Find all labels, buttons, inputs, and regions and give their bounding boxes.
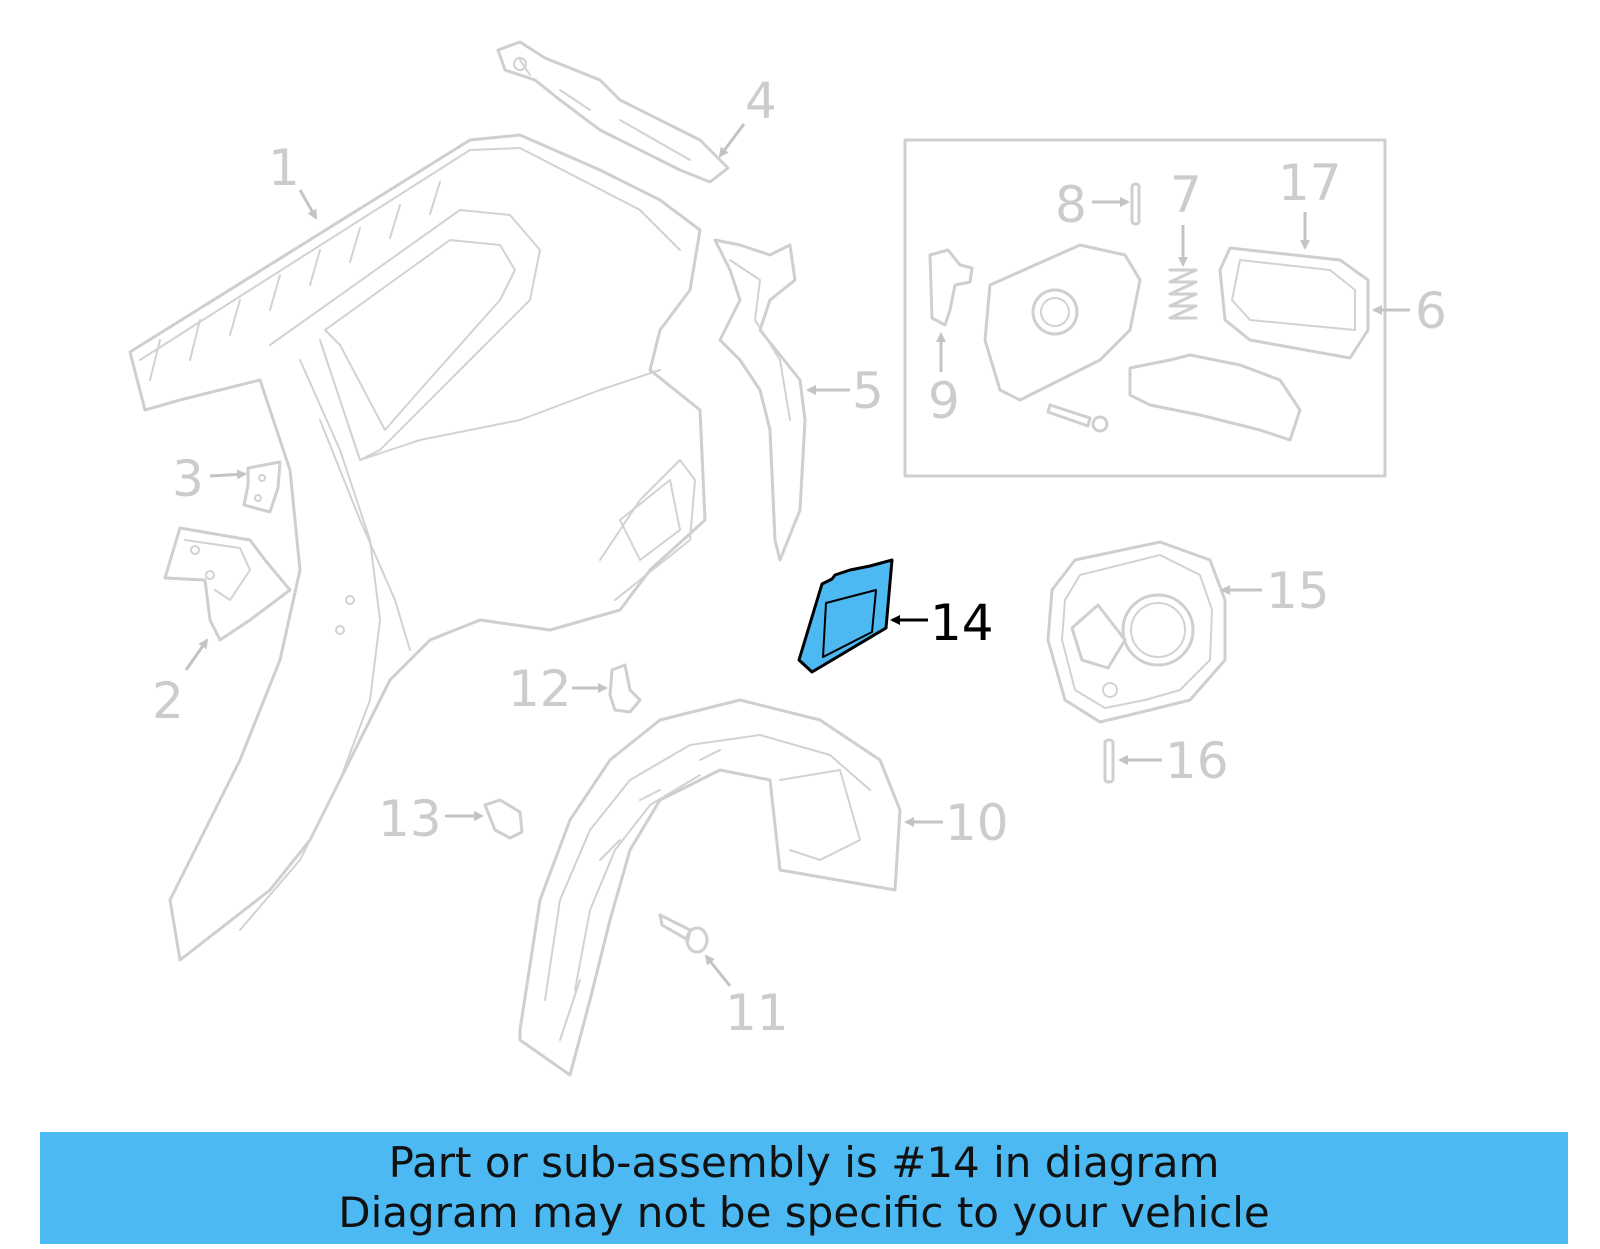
callout-16: 16 [1165,732,1229,790]
panel-part-14[interactable] [797,558,894,674]
wheel-liner-part-10 [518,698,902,1077]
callout-9: 9 [928,372,960,430]
callout-8: 8 [1055,176,1087,234]
clip-part-12 [608,663,642,714]
fuel-housing-part-15 [1046,540,1227,724]
leader-lines [184,123,1410,987]
callout-7: 7 [1170,166,1202,224]
banner-line-disclaimer: Diagram may not be specific to your vehi… [338,1188,1270,1237]
callout-13: 13 [378,790,442,848]
callout-labels: 1 2 3 4 5 6 7 8 9 10 11 12 13 14 15 16 1… [152,72,1447,1042]
callout-12: 12 [508,660,572,718]
quarter-panel-part-1 [128,133,707,962]
callout-15: 15 [1266,562,1330,620]
callout-2: 2 [152,672,184,730]
bracket-part-3 [242,460,282,514]
callout-6: 6 [1415,282,1447,340]
callout-11: 11 [725,984,789,1042]
callout-17: 17 [1278,154,1342,212]
callout-10: 10 [945,794,1009,852]
screw-part-11 [658,913,709,954]
clip-part-13 [483,798,524,840]
subassembly-box [903,138,1387,478]
info-banner: Part or sub-assembly is #14 in diagram D… [40,1132,1568,1244]
pin-part-16 [1103,738,1115,784]
callout-1: 1 [268,139,300,197]
banner-line-part: Part or sub-assembly is #14 in diagram [388,1138,1220,1187]
rail-part-4 [496,40,730,184]
callout-5: 5 [852,362,884,420]
reinforcement-part-5 [713,238,807,562]
bracket-part-2 [163,526,292,642]
callout-14: 14 [930,594,994,652]
callout-3: 3 [172,450,204,508]
callout-4: 4 [745,72,777,130]
